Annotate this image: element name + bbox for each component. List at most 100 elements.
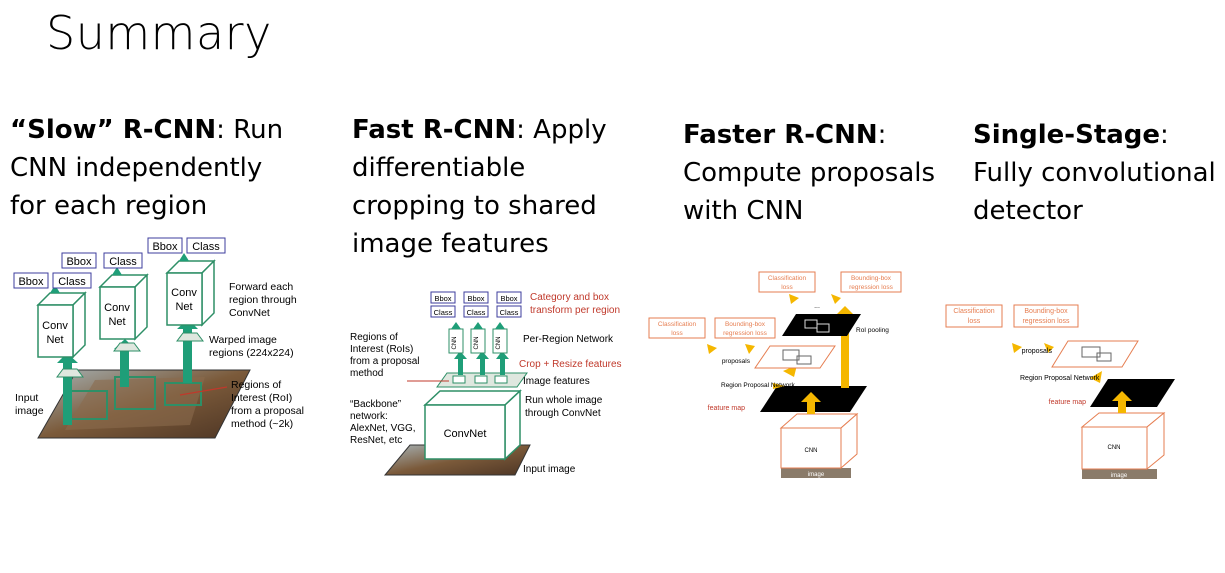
bbox-box-3: [496, 291, 522, 304]
svg-text:Class: Class: [434, 308, 453, 317]
svg-text:Bbox: Bbox: [66, 256, 92, 268]
heading-single-stage: Single-Stage: Fully convolutional detect…: [973, 120, 1216, 226]
svg-text:Class: Class: [467, 308, 486, 317]
warped-label: Warped image: [209, 334, 277, 346]
svg-text:feature map: feature map: [1049, 399, 1086, 406]
svg-text:AlexNet, VGG,: AlexNet, VGG,: [350, 423, 416, 434]
rois-label: Regions of: [231, 379, 281, 391]
class-box-2: [103, 252, 143, 269]
svg-text:regions (224x224): regions (224x224): [209, 347, 294, 359]
svg-text:proposals: proposals: [722, 358, 751, 365]
slow-rcnn-diagram: Conv Net Conv Net Conv Net Bbox Class Bb…: [13, 237, 304, 439]
svg-text:...: ...: [814, 303, 820, 310]
svg-text:from a proposal: from a proposal: [350, 356, 419, 367]
fast-rcnn-diagram: ConvNet CNN CNN CNN Bbox Class Bbox Clas…: [350, 291, 622, 476]
category-label: Category and box: [530, 292, 609, 303]
image-strip: [781, 468, 851, 478]
svg-text:Bounding-box: Bounding-box: [1024, 308, 1068, 315]
backbone-label: “Backbone”: [350, 399, 401, 410]
run-whole-label: Run whole image: [525, 395, 603, 406]
svg-text:feature map: feature map: [708, 405, 745, 412]
svg-text:CNN: CNN: [1108, 445, 1121, 451]
roi-box-2: [114, 376, 156, 410]
svg-text:Net: Net: [175, 301, 192, 313]
svg-text:loss: loss: [968, 318, 981, 325]
crop-label: Crop + Resize features: [519, 359, 622, 370]
bbox-box-3: [147, 237, 183, 254]
svg-text:Class: Class: [109, 256, 137, 268]
cls-loss-box: [945, 304, 1003, 328]
svg-text:network:: network:: [350, 411, 388, 422]
bbox-box-1: [430, 291, 456, 304]
svg-text:Class: Class: [58, 276, 86, 288]
svg-text:Classification: Classification: [953, 308, 994, 315]
svg-text:CNN: CNN: [452, 337, 458, 350]
svg-text:Bounding-box: Bounding-box: [725, 321, 766, 328]
svg-text:ConvNet: ConvNet: [229, 307, 270, 319]
proposals-box: [754, 345, 836, 369]
svg-text:Classification: Classification: [658, 321, 697, 328]
svg-text:Net: Net: [108, 316, 125, 328]
svg-text:Bbox: Bbox: [152, 241, 178, 253]
convnet-box: [424, 404, 506, 460]
bbox-box-2: [463, 291, 489, 304]
svg-text:CNN: CNN: [805, 448, 818, 454]
input-image-label: Input image: [523, 464, 576, 475]
svg-text:method: method: [350, 368, 383, 379]
cnn-box: [780, 427, 842, 469]
svg-text:proposals: proposals: [1022, 348, 1053, 355]
bbox-loss-box: [1013, 304, 1079, 328]
heading-faster-rcnn: Faster R-CNN: Compute proposals with CNN: [683, 120, 936, 226]
class-box-3: [496, 305, 522, 318]
svg-text:method (~2k): method (~2k): [231, 418, 293, 430]
feature-map: [1090, 379, 1175, 407]
conv-label-2: Conv: [104, 302, 130, 314]
svg-text:Region Proposal Network: Region Proposal Network: [1020, 375, 1100, 382]
svg-text:transform per region: transform per region: [530, 305, 620, 316]
svg-text:image: image: [808, 472, 825, 478]
svg-text:Bounding-box: Bounding-box: [851, 275, 892, 282]
svg-text:from a proposal: from a proposal: [231, 405, 304, 417]
svg-text:regression loss: regression loss: [723, 330, 767, 337]
bbox-loss-box-rpn: [714, 317, 776, 339]
slide-title: Summary: [46, 6, 272, 60]
svg-text:regression loss: regression loss: [1022, 318, 1070, 325]
heading-fast-rcnn: Fast R-CNN: Apply differentiable croppin…: [352, 115, 607, 259]
svg-text:Class: Class: [500, 308, 519, 317]
bbox-loss-box-top: [840, 271, 902, 293]
class-box-1: [430, 305, 456, 318]
image-strip: [1082, 469, 1157, 479]
conv-label-1: Conv: [42, 320, 68, 332]
bbox-box-2: [61, 252, 97, 269]
per-region-label: Per-Region Network: [523, 334, 614, 345]
svg-text:Bbox: Bbox: [500, 294, 517, 303]
heading-slow-rcnn: “Slow” R-CNN: Run CNN independently for …: [10, 115, 284, 221]
faster-rcnn-diagram: image CNN feature map proposals Region P…: [648, 271, 902, 478]
svg-text:Class: Class: [192, 241, 220, 253]
svg-text:ResNet, etc: ResNet, etc: [350, 435, 402, 446]
svg-text:Bbox: Bbox: [467, 294, 484, 303]
svg-text:Bbox: Bbox: [434, 294, 451, 303]
svg-text:region through: region through: [229, 294, 297, 306]
svg-text:Bbox: Bbox: [18, 276, 44, 288]
forward-each-label: Forward each: [229, 281, 293, 293]
bbox-box-1: [13, 272, 49, 289]
svg-text:Interest (RoIs): Interest (RoIs): [350, 344, 413, 355]
proposals-box: [1051, 340, 1139, 368]
cls-loss-box-rpn: [648, 317, 706, 339]
roi-pooling-map: [782, 314, 861, 336]
rois-label: Regions of: [350, 332, 398, 343]
svg-text:Net: Net: [46, 334, 63, 346]
svg-text:CNN: CNN: [496, 337, 502, 350]
cnn-box: [1081, 426, 1148, 470]
svg-text:Classification: Classification: [768, 275, 807, 282]
class-box-3: [186, 237, 226, 254]
svg-text:regression loss: regression loss: [849, 284, 893, 291]
svg-text:CNN: CNN: [474, 337, 480, 350]
class-box-1: [52, 272, 92, 289]
svg-text:Region Proposal Network: Region Proposal Network: [721, 382, 795, 389]
warped-patch-3: [176, 332, 204, 342]
svg-text:Interest (RoI): Interest (RoI): [231, 392, 292, 404]
svg-text:image: image: [15, 405, 44, 417]
single-stage-diagram: image CNN feature map proposals Region P…: [945, 304, 1175, 479]
